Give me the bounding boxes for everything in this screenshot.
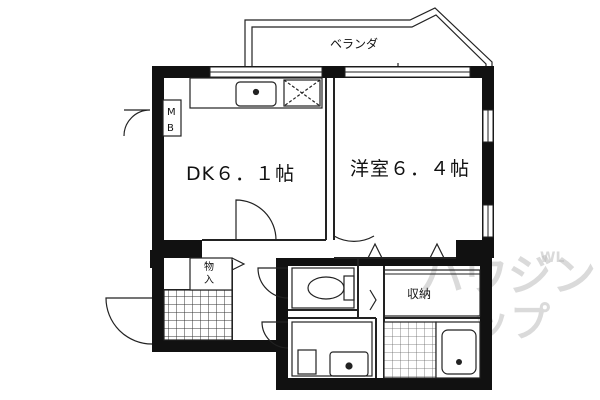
closet-label-bottom: 入: [204, 275, 214, 286]
watermark-small: WL: [540, 250, 564, 266]
closet-label-top: 物: [204, 260, 214, 273]
toilet: [291, 267, 355, 309]
entrance-floor: [163, 289, 233, 341]
storage: 収納: [383, 269, 481, 317]
watermark: ハウジン ップ WL: [420, 250, 596, 346]
kitchen-counter: [189, 77, 323, 109]
meter-box-label-b: B: [167, 123, 174, 134]
western-room-label: 洋室６．４帖: [350, 158, 470, 180]
washroom: [291, 321, 373, 377]
meter-box: M B: [162, 99, 182, 137]
dk-room-label: DK６．１帖: [186, 163, 295, 185]
doors: [105, 109, 445, 349]
storage-label: 収納: [407, 287, 431, 301]
balcony-label: ベランダ: [330, 36, 378, 51]
meter-box-label-m: M: [167, 107, 176, 118]
closet: 物 入: [189, 257, 233, 291]
bathroom: [383, 321, 481, 379]
windows: [209, 66, 494, 238]
